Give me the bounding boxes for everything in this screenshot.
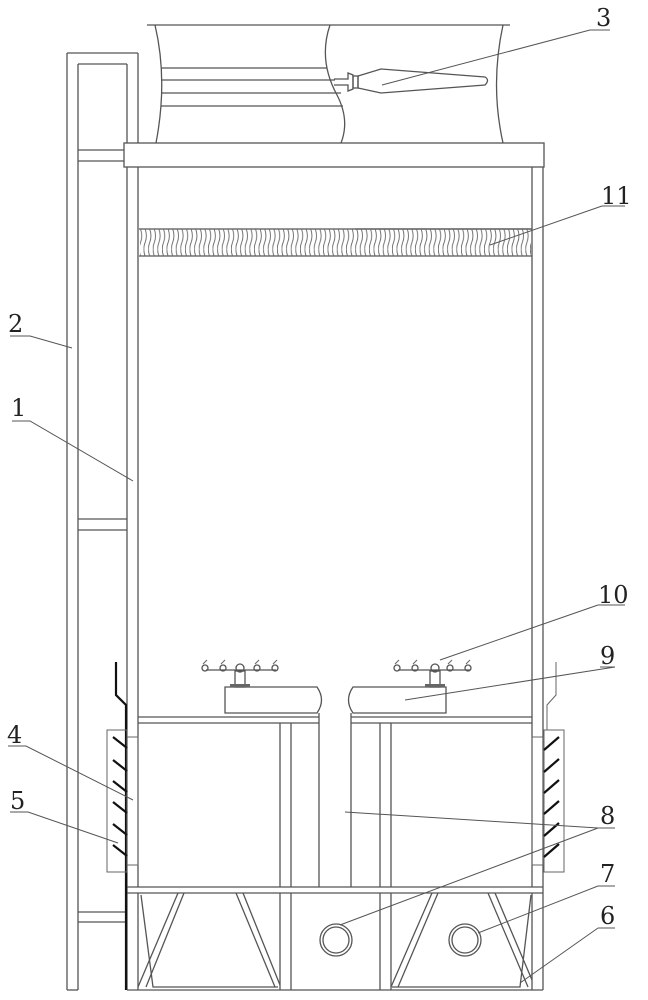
leader-lines (8, 29, 625, 984)
left-louver (106, 662, 139, 990)
top-plate (123, 142, 545, 168)
label-4: 4 (7, 721, 22, 749)
label-2: 2 (8, 310, 23, 338)
spray-header-right (393, 659, 472, 673)
tower-body (126, 167, 544, 991)
base-frame (137, 892, 533, 990)
label-10: 10 (598, 581, 629, 609)
distribution-box (224, 670, 447, 887)
label-11: 11 (601, 182, 632, 210)
label-3: 3 (596, 4, 611, 32)
outlet-pipe-icon (319, 923, 482, 957)
water-tank (127, 716, 543, 894)
side-duct (66, 52, 139, 991)
label-5: 5 (10, 787, 25, 815)
label-9: 9 (600, 642, 615, 670)
label-6: 6 (600, 902, 615, 930)
fan-housing (147, 24, 510, 144)
label-8: 8 (600, 802, 615, 830)
label-1: 1 (11, 394, 26, 422)
right-louver (531, 662, 565, 873)
part-labels: 3 2 1 11 10 9 4 5 8 7 6 (7, 4, 632, 930)
mist-eliminator (139, 228, 532, 257)
fan-blade-icon (334, 68, 489, 94)
spray-header-left (201, 659, 279, 673)
label-7: 7 (600, 860, 615, 888)
